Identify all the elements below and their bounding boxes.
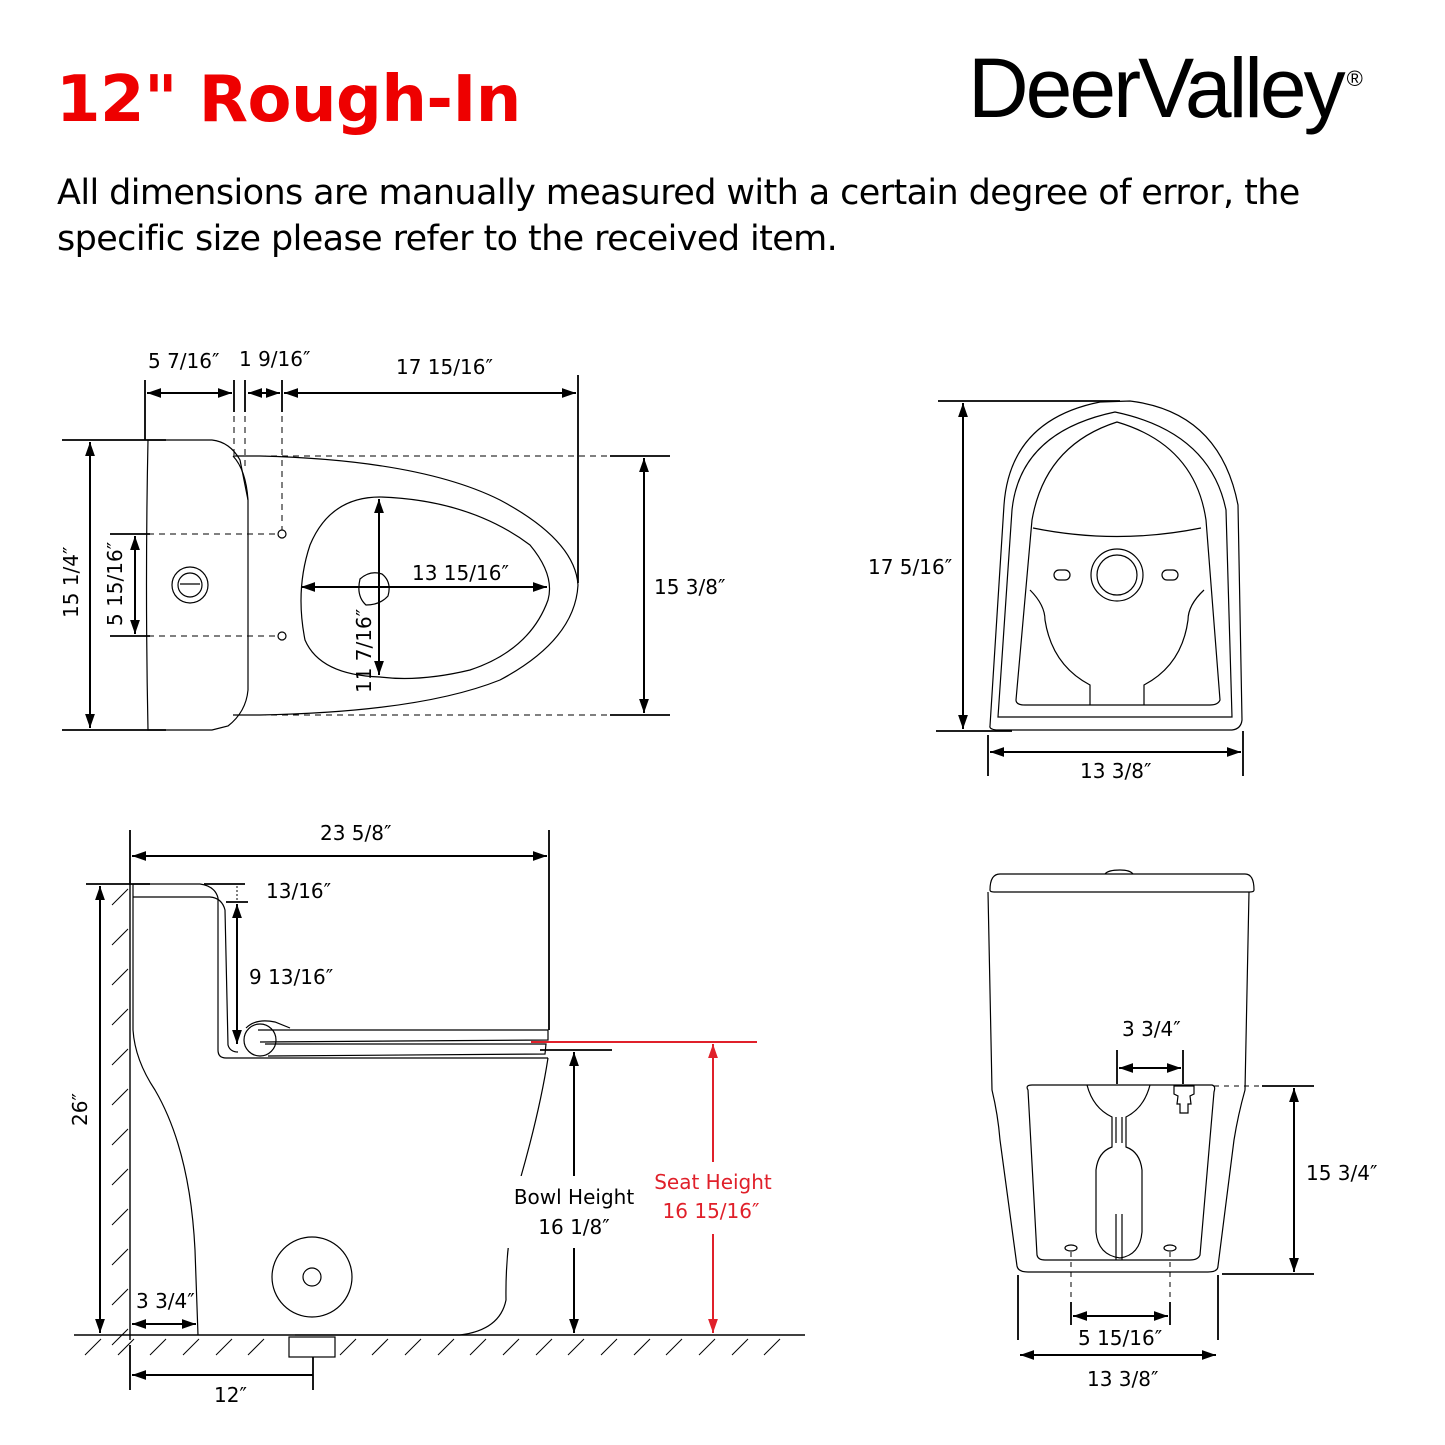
dim-base-width: 13 3/8″ <box>1087 1367 1158 1391</box>
back-view-labels: 3 3/4″ 15 3/4″ 5 15/16″ 13 3/8″ <box>1078 1017 1377 1391</box>
dim-opening-length: 13 15/16″ <box>412 561 509 585</box>
page-title: 12" Rough-In <box>56 63 521 137</box>
dim-seat-hinge-spacing: 5 15/16″ <box>103 542 127 626</box>
dim-seat-height: 16 15/16″ <box>663 1199 760 1223</box>
top-view-labels: 5 7/16″ 1 9/16″ 17 15/16″ 13 15/16″ 15 3… <box>59 347 725 693</box>
bowl-height-label: Bowl Height <box>514 1185 635 1209</box>
dim-footprint-length: 17 5/16″ <box>868 555 952 579</box>
dim-supply-offset: 3 3/4″ <box>1122 1017 1181 1041</box>
dim-hinge-gap: 1 9/16″ <box>239 347 310 371</box>
back-view-diagram <box>987 869 1314 1360</box>
measurement-notice: All dimensions are manually measured wit… <box>57 173 1300 259</box>
dim-bowl-height: 16 1/8″ <box>538 1215 609 1239</box>
footprint-view-diagram <box>936 400 1244 776</box>
footprint-view-labels: 17 5/16″ 13 3/8″ <box>868 555 1151 783</box>
dim-tank-above-seat: 9 13/16″ <box>249 965 333 989</box>
dim-rough-in: 12″ <box>214 1383 247 1407</box>
top-view-diagram <box>62 375 670 731</box>
dim-supply-height: 15 3/4″ <box>1306 1161 1377 1185</box>
dim-wall-to-base: 3 3/4″ <box>136 1289 195 1313</box>
dim-overall-length: 23 5/8″ <box>320 821 391 845</box>
dim-lid-thickness: 13/16″ <box>266 879 331 903</box>
side-view-diagram <box>74 830 805 1390</box>
dim-bowl-width: 15 3/8″ <box>654 575 725 599</box>
brand-logo: DeerValley® <box>968 46 1363 130</box>
dim-overall-width: 15 1/4″ <box>59 547 83 618</box>
dim-footprint-width: 13 3/8″ <box>1080 759 1151 783</box>
dim-opening-width: 11 7/16″ <box>352 609 376 693</box>
seat-height-label: Seat Height <box>654 1170 772 1194</box>
registered-mark: ® <box>1346 66 1363 91</box>
side-view-labels: 23 5/8″ 13/16″ 9 13/16″ 26″ Bowl Height … <box>68 821 772 1407</box>
dim-bolt-spacing: 5 15/16″ <box>1078 1326 1162 1350</box>
brand-name: DeerValley <box>968 41 1346 135</box>
dim-tank-depth: 5 7/16″ <box>148 349 219 373</box>
dim-overall-height: 26″ <box>68 1093 92 1126</box>
dim-bowl-length: 17 15/16″ <box>396 355 493 379</box>
